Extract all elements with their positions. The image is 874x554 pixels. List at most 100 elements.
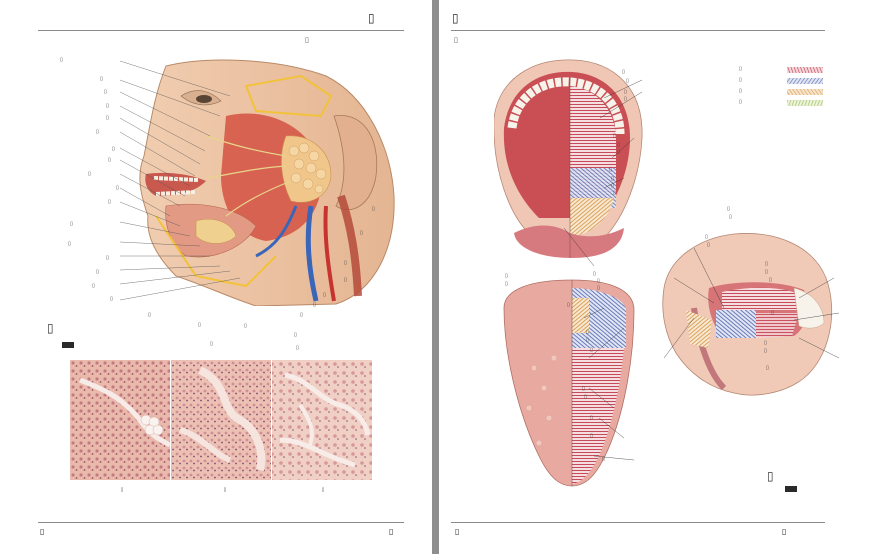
left-label: ▯ bbox=[112, 146, 115, 152]
left-label: ▯ bbox=[96, 269, 99, 275]
left-label: ▯ bbox=[108, 199, 111, 205]
right-label: ▯ bbox=[567, 302, 570, 308]
right-page: ▯ ▯ ▯ ▯ ▯ ▯ bbox=[439, 0, 874, 554]
salivary-gland-illustration bbox=[139, 59, 395, 306]
left-label: ▯ bbox=[106, 255, 109, 261]
histology-panel-right bbox=[272, 360, 372, 480]
right-label: ▯ bbox=[597, 278, 600, 284]
left-see-also: ▯ bbox=[305, 36, 309, 44]
right-label: ▯ bbox=[586, 329, 589, 335]
left-label: ▯ bbox=[148, 312, 151, 318]
left-publisher-logo bbox=[62, 342, 74, 348]
left-label: ▯ bbox=[313, 302, 316, 308]
right-page-title: ▯ bbox=[452, 11, 459, 25]
legend: ▯ ▯ ▯ ▯ bbox=[739, 67, 829, 109]
left-label: ▯ bbox=[88, 171, 91, 177]
right-label: ▯ bbox=[624, 89, 627, 95]
right-label: ▯ bbox=[609, 167, 612, 173]
right-label: ▯ bbox=[505, 281, 508, 287]
left-label: ▯ bbox=[360, 230, 363, 236]
left-label: ▯ bbox=[296, 345, 299, 351]
left-label: ▯ bbox=[116, 185, 119, 191]
legend-swatches bbox=[787, 67, 823, 106]
legend-swatch-vagus bbox=[787, 89, 823, 95]
left-artist-signature: ▯ bbox=[47, 321, 54, 335]
right-label: ▯ bbox=[764, 340, 767, 346]
right-label: ▯ bbox=[611, 183, 614, 189]
left-label: ▯ bbox=[70, 221, 73, 227]
right-label: ▯ bbox=[593, 271, 596, 277]
right-label: ▯ bbox=[590, 415, 593, 421]
legend-swatch-facial bbox=[787, 100, 823, 106]
right-label: ▯ bbox=[764, 348, 767, 354]
book-gutter bbox=[432, 0, 439, 554]
left-label: ▯ bbox=[100, 76, 103, 82]
right-footer-rule bbox=[451, 522, 825, 523]
left-label: ▯ bbox=[108, 157, 111, 163]
right-label: ▯ bbox=[622, 69, 625, 75]
legend-swatch-glossopharyngeal bbox=[787, 78, 823, 84]
right-label: ▯ bbox=[602, 456, 605, 462]
left-label: ▯ bbox=[68, 241, 71, 247]
right-label: ▯ bbox=[727, 206, 730, 212]
right-label: ▯ bbox=[769, 277, 772, 283]
right-header-rule bbox=[451, 30, 825, 31]
legend-label: ▯ bbox=[739, 88, 742, 94]
right-label: ▯ bbox=[584, 394, 587, 400]
right-label: ▯ bbox=[590, 347, 593, 353]
right-leader-lines bbox=[563, 79, 840, 461]
left-label: ▯ bbox=[372, 206, 375, 212]
histology-panel-middle bbox=[171, 360, 271, 480]
right-label: ▯ bbox=[766, 365, 769, 371]
right-publisher-logo bbox=[785, 486, 797, 492]
left-footer-section: ▯ bbox=[40, 527, 45, 536]
right-label: ▯ bbox=[624, 96, 627, 102]
right-label: ▯ bbox=[586, 337, 589, 343]
right-label: ▯ bbox=[765, 261, 768, 267]
left-label: ▯ bbox=[344, 260, 347, 266]
left-label: ▯ bbox=[244, 323, 247, 329]
sagittal-head-view bbox=[662, 233, 833, 396]
nerve-distribution-illustrations bbox=[494, 59, 840, 487]
right-label: ▯ bbox=[765, 269, 768, 275]
left-label: ▯ bbox=[104, 89, 107, 95]
left-label: ▯ bbox=[198, 322, 201, 328]
histology-caption-right: ▯ bbox=[321, 487, 325, 493]
left-label: ▯ bbox=[110, 296, 113, 302]
right-footer-section: ▯ bbox=[782, 527, 787, 536]
right-label: ▯ bbox=[597, 285, 600, 291]
left-label: ▯ bbox=[106, 115, 109, 121]
left-label: ▯ bbox=[60, 57, 63, 63]
right-label: ▯ bbox=[705, 234, 708, 240]
left-leader-line-set bbox=[119, 60, 241, 301]
right-label: ▯ bbox=[590, 433, 593, 439]
left-label: ▯ bbox=[344, 277, 347, 283]
right-label: ▯ bbox=[613, 133, 616, 139]
right-footer-plate-number: ▯ bbox=[455, 527, 460, 536]
legend-swatch-trigeminal bbox=[787, 67, 823, 73]
left-label: ▯ bbox=[210, 341, 213, 347]
oral-cavity-view bbox=[494, 59, 643, 258]
right-artist-signature: ▯ bbox=[767, 469, 774, 483]
left-page: ▯ ▯ bbox=[0, 0, 432, 554]
histology-panels bbox=[70, 360, 372, 480]
histology-caption-middle: ▯ bbox=[223, 487, 227, 493]
right-label: ▯ bbox=[582, 386, 585, 392]
tongue-view bbox=[503, 279, 635, 487]
right-label: ▯ bbox=[626, 78, 629, 84]
right-label: ▯ bbox=[771, 310, 774, 316]
right-label: ▯ bbox=[729, 214, 732, 220]
right-see-also: ▯ bbox=[454, 36, 458, 44]
left-label: ▯ bbox=[106, 103, 109, 109]
left-label: ▯ bbox=[96, 129, 99, 135]
legend-label: ▯ bbox=[739, 66, 742, 72]
left-label: ▯ bbox=[92, 283, 95, 289]
right-label: ▯ bbox=[611, 176, 614, 182]
right-label: ▯ bbox=[617, 149, 620, 155]
legend-label: ▯ bbox=[739, 77, 742, 83]
legend-label: ▯ bbox=[739, 99, 742, 105]
left-header-rule bbox=[38, 30, 404, 31]
left-footer-plate-number: ▯ bbox=[389, 527, 394, 536]
left-page-title: ▯ bbox=[368, 11, 375, 25]
left-footer-rule bbox=[38, 522, 404, 523]
